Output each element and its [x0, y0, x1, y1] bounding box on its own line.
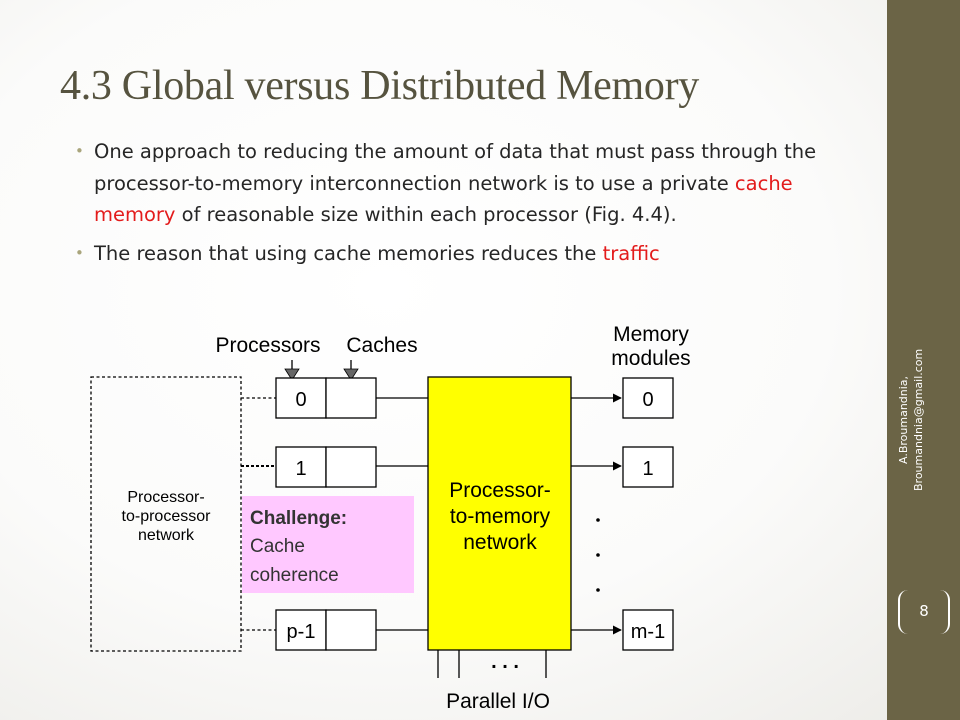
bullet-list: One approach to reducing the amount of d… — [75, 136, 845, 276]
processor-id: 0 — [295, 389, 306, 411]
bullet-item: One approach to reducing the amount of d… — [75, 136, 845, 231]
processor-node: 0 — [275, 377, 377, 419]
processor-id: p-1 — [287, 621, 316, 643]
memory-label-line2: modules — [611, 347, 690, 370]
memory-module — [622, 446, 674, 488]
processor-node: p-1 — [275, 609, 377, 651]
p2p-label-line1: Processor- — [127, 489, 204, 506]
bullet-text: The reason that using cache memories red… — [94, 241, 603, 265]
caches-label: Caches — [346, 334, 417, 357]
parallel-io-label: Parallel I/O — [446, 690, 550, 713]
memory-id: m-1 — [631, 621, 665, 643]
memory-id: 1 — [642, 458, 653, 480]
author-name: A.Broumandnia, — [897, 375, 910, 465]
vertical-dot — [596, 553, 600, 557]
challenge-line2: coherence — [250, 565, 339, 586]
bullet-text: One approach to reducing the amount of d… — [94, 140, 817, 195]
memory-module — [622, 377, 674, 419]
p2m-network-box — [427, 376, 572, 651]
challenge-title: Challenge: — [250, 508, 347, 529]
processor-node: 1 — [275, 446, 377, 488]
challenge-box — [242, 496, 414, 593]
slide-title: 4.3 Global versus Distributed Memory — [60, 63, 699, 109]
p2p-label-line2: to-processor — [122, 508, 212, 525]
memory-module — [622, 609, 674, 651]
p2p-label-line3: network — [138, 527, 195, 544]
vertical-dot — [596, 588, 600, 592]
vertical-dot — [596, 518, 600, 522]
processors-label: Processors — [215, 334, 320, 357]
cache-box — [325, 377, 377, 419]
highlight-text: traffic — [602, 241, 660, 265]
challenge-line1: Cache — [250, 536, 305, 557]
author-email: Broumandnia@gmail.com — [912, 348, 925, 492]
memory-id: 0 — [642, 389, 653, 411]
io-ellipsis: . . . — [491, 651, 519, 673]
author-credit: A.Broumandnia,Broumandnia@gmail.com — [896, 330, 952, 510]
highlight-text: cache memory — [94, 171, 793, 227]
p2m-label-line2: to-memory — [450, 505, 551, 528]
p2p-network-box — [90, 376, 242, 652]
bullet-item: The reason that using cache memories red… — [75, 238, 845, 270]
p2m-label-line3: network — [463, 531, 537, 554]
cache-box — [325, 609, 377, 651]
page-number: 8 — [898, 590, 950, 634]
cache-box — [325, 446, 377, 488]
processor-id: 1 — [295, 458, 306, 480]
memory-label-line1: Memory — [613, 323, 689, 346]
bullet-text: of reasonable size within each processor… — [175, 203, 677, 226]
caches-arrowhead — [343, 368, 359, 381]
processors-arrowhead — [284, 368, 300, 381]
p2m-label-line1: Processor- — [449, 479, 551, 502]
